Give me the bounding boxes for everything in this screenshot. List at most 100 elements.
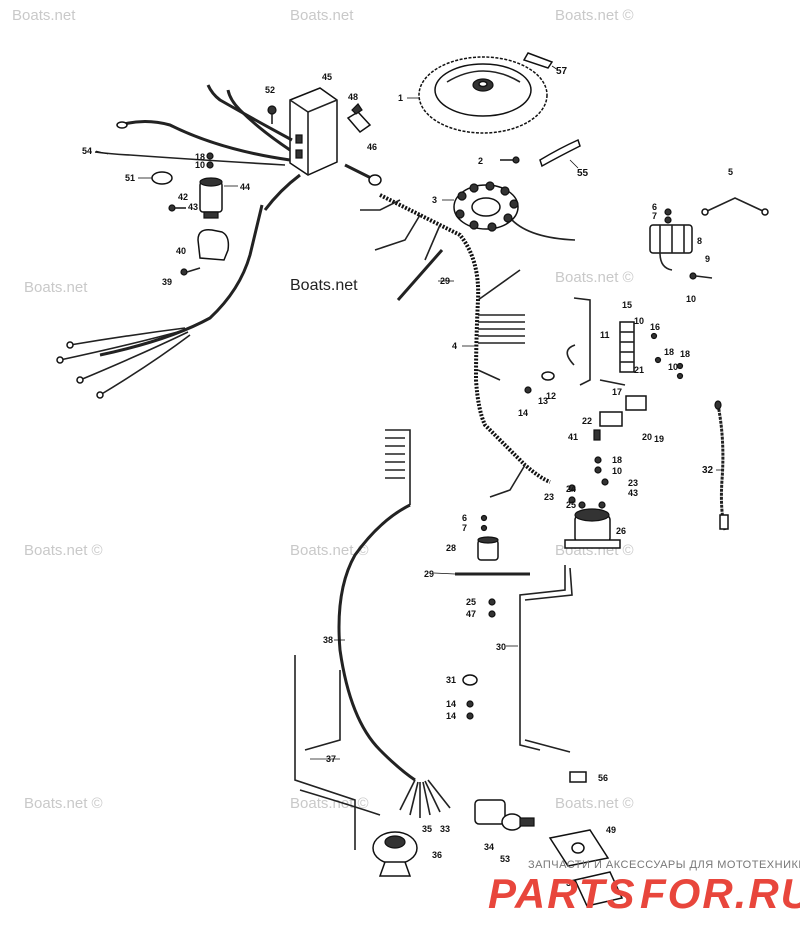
callout: 12	[546, 391, 556, 401]
callout: 45	[322, 72, 332, 82]
callout: 18	[664, 347, 674, 357]
main-wiring-harness	[360, 193, 551, 498]
terminal-block-small	[625, 395, 647, 411]
callout: 26	[616, 526, 626, 536]
trim-harness	[56, 204, 264, 399]
brand-banner: ЗАПЧАСТИ И АКСЕССУАРЫ ДЛЯ МОТОТЕХНИКИ PA…	[488, 859, 800, 917]
callout: 32	[702, 465, 714, 476]
callout: 22	[582, 416, 592, 426]
stator	[453, 181, 576, 241]
grommet-cap	[151, 171, 173, 185]
ignition-leads	[94, 84, 301, 211]
starter-solenoid	[564, 456, 621, 549]
callout: 56	[598, 773, 608, 783]
callout: 42	[178, 192, 188, 202]
clip-set	[524, 371, 555, 394]
watermark: Boats.net ©	[555, 7, 634, 24]
choke-bracket	[566, 297, 626, 386]
callout: 43	[188, 202, 198, 212]
watermark: Boats.net ©	[24, 795, 103, 812]
callout: 23	[544, 492, 554, 502]
callout: 53	[500, 854, 510, 864]
callout: 25	[566, 500, 576, 510]
banner-brand-left: PARTS	[488, 870, 636, 917]
callout: 55	[577, 168, 589, 179]
callout: 39	[162, 277, 172, 287]
callout: 10	[612, 466, 622, 476]
remote-cable	[337, 429, 451, 818]
callout: 3	[432, 195, 437, 205]
callout: 49	[606, 825, 616, 835]
clamp	[197, 228, 230, 261]
callout-labels: 57 1 45 52 48 46 54 18 10 51 44 42 43 40…	[82, 66, 733, 888]
callout: 4	[452, 341, 457, 351]
terminal-block	[619, 321, 684, 380]
callout: 6	[462, 513, 467, 523]
battery-cable	[714, 400, 729, 531]
banner-brand-right: FOR.RU	[640, 870, 800, 917]
terminal-connector	[344, 163, 382, 186]
callout: 18	[680, 349, 690, 359]
key-plate	[548, 829, 624, 907]
watermark: Boats.net ©	[555, 269, 634, 286]
screw	[267, 105, 277, 124]
callout: 29	[424, 569, 434, 579]
callout: 50	[566, 878, 576, 888]
callout: 9	[705, 254, 710, 264]
callout: 20	[642, 432, 652, 442]
banner-tagline: ЗАПЧАСТИ И АКСЕССУАРЫ ДЛЯ МОТОТЕХНИКИ	[528, 859, 800, 871]
callout: 30	[496, 642, 506, 652]
callout: 13	[538, 396, 548, 406]
callout: 21	[634, 365, 644, 375]
watermark-feature: Boats.net	[290, 277, 358, 294]
watermark: Boats.net	[24, 279, 88, 296]
callout: 15	[622, 300, 632, 310]
callout: 23	[628, 478, 638, 488]
screw	[689, 272, 713, 280]
callout: 10	[634, 316, 644, 326]
watermark: Boats.net ©	[555, 795, 634, 812]
warning-horn	[372, 831, 418, 877]
timing-bracket	[539, 138, 581, 168]
callout: 52	[265, 85, 275, 95]
callout: 48	[348, 92, 358, 102]
watermark: Boats.net	[290, 7, 354, 24]
callout: 6	[652, 202, 657, 212]
screw	[180, 267, 201, 276]
callout: 33	[440, 824, 450, 834]
callout: 16	[650, 322, 660, 332]
callout: 19	[654, 434, 664, 444]
callout: 46	[367, 142, 377, 152]
callout: 28	[446, 543, 456, 553]
callout: 14	[446, 699, 456, 709]
ground-wire	[701, 197, 769, 216]
watermark: Boats.net ©	[24, 542, 103, 559]
watermark: Boats.net ©	[290, 795, 369, 812]
clamp	[462, 674, 478, 720]
lanyard-harness	[294, 655, 381, 850]
callout: 57	[556, 66, 568, 77]
switch-box	[289, 87, 338, 176]
callout: 43	[628, 488, 638, 498]
flywheel-key	[522, 52, 554, 69]
callout: 5	[728, 167, 733, 177]
clip	[569, 771, 587, 783]
callout: 14	[518, 408, 528, 418]
voltage-regulator	[649, 208, 693, 271]
callout: 51	[125, 173, 135, 183]
callout: 18	[612, 455, 622, 465]
callout: 31	[446, 675, 456, 685]
callout: 40	[176, 246, 186, 256]
leader-lines	[95, 97, 722, 760]
callout: 54	[82, 146, 92, 156]
ignition-coil-boot	[346, 103, 372, 134]
rectifier	[199, 177, 223, 219]
rubber-mount	[477, 514, 499, 561]
callout: 7	[652, 211, 657, 221]
callout: 24	[566, 484, 576, 494]
screw-set	[488, 598, 496, 618]
callout: 47	[466, 609, 476, 619]
callout: 14	[446, 711, 456, 721]
clip	[593, 429, 601, 441]
